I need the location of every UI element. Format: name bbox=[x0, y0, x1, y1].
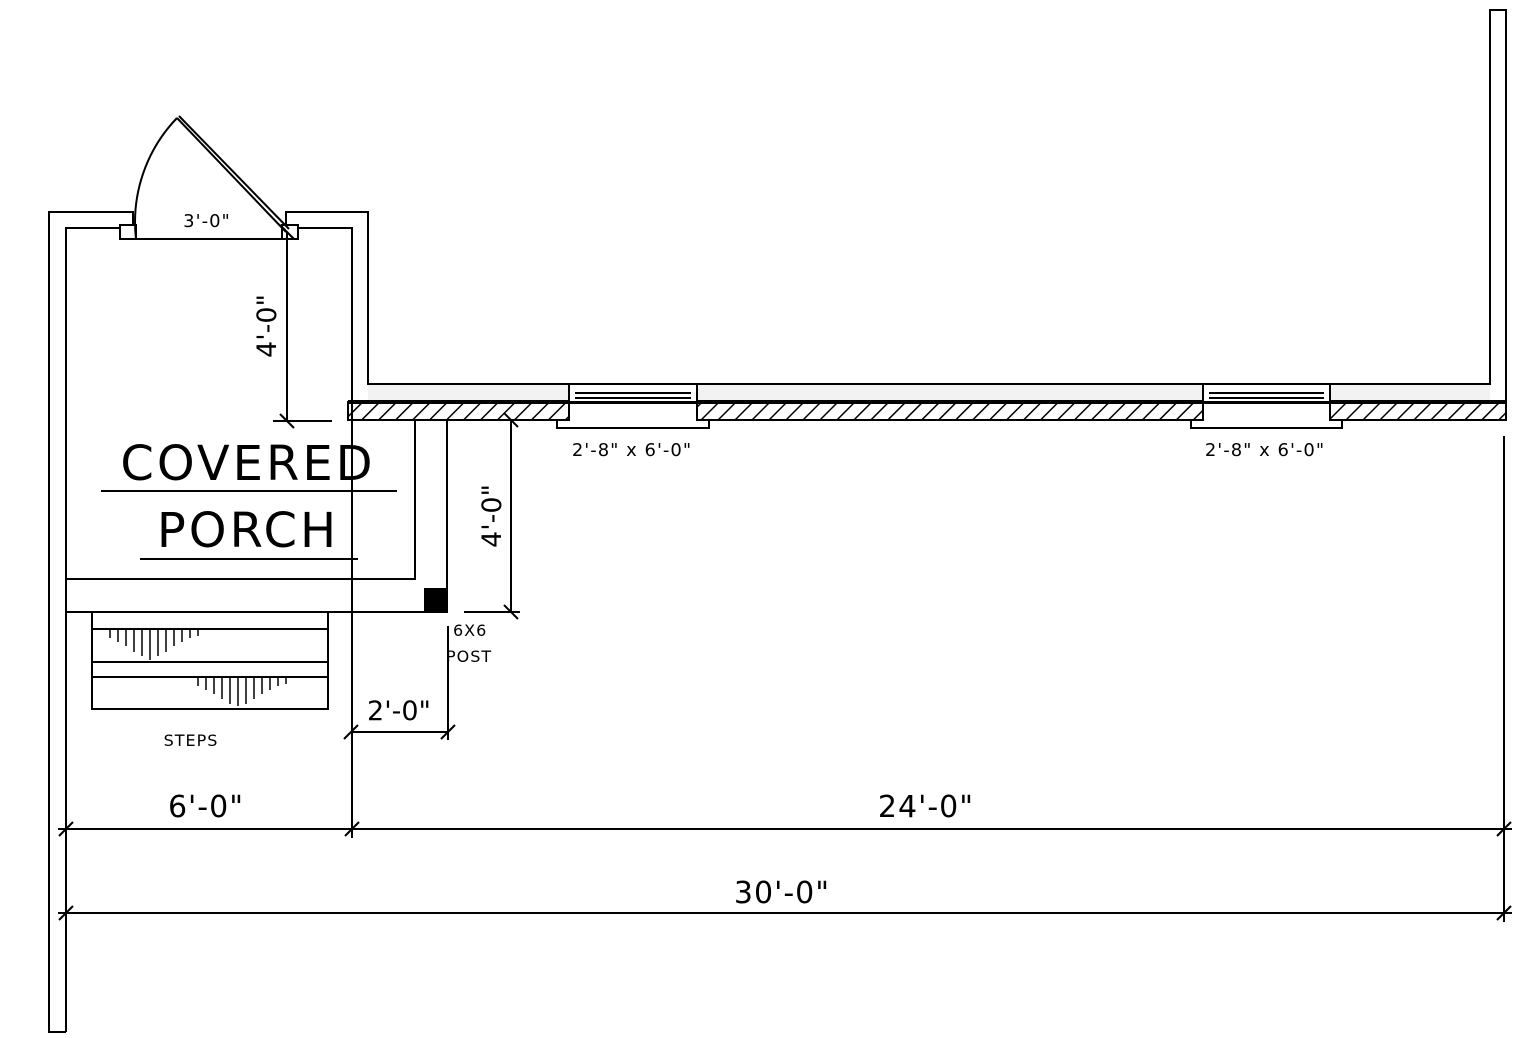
post-label-name: POST bbox=[446, 647, 492, 666]
door-leaf-1 bbox=[176, 117, 287, 233]
dim-porch-width-label: 6'-0" bbox=[168, 790, 244, 825]
wall-segment-1 bbox=[347, 401, 570, 421]
porch-depth-label: 4'-0" bbox=[252, 294, 283, 358]
window-left-label: 2'-8" x 6'-0" bbox=[572, 440, 692, 461]
step-arrow-upper bbox=[109, 630, 199, 660]
door-leaf-2 bbox=[178, 115, 290, 230]
window-left bbox=[556, 383, 710, 429]
steps-label: STEPS bbox=[164, 731, 219, 750]
dim-total-width-label: 30'-0" bbox=[734, 876, 830, 911]
porch-right-wall-inner bbox=[298, 227, 353, 400]
post-6x6 bbox=[424, 588, 447, 612]
porch-left-wall bbox=[48, 211, 134, 1033]
wall-segment-3 bbox=[1329, 401, 1507, 421]
steps bbox=[91, 612, 329, 710]
porch-left-wall-inner bbox=[65, 227, 120, 1032]
post-offset-label: 4'-0" bbox=[477, 484, 508, 548]
door-jamb-right bbox=[281, 224, 299, 240]
window-right-label: 2'-8" x 6'-0" bbox=[1205, 440, 1325, 461]
door-arc bbox=[134, 117, 178, 240]
post-spacing-label: 2'-0" bbox=[367, 696, 431, 727]
door-width-label: 3'-0" bbox=[183, 211, 231, 232]
room-label-covered: COVERED bbox=[120, 436, 375, 492]
room-label-porch: PORCH bbox=[157, 503, 339, 559]
door-jamb-left bbox=[119, 224, 137, 240]
window-right bbox=[1190, 383, 1343, 429]
dim-house-width-label: 24'-0" bbox=[878, 790, 974, 825]
wall-segment-2 bbox=[696, 401, 1204, 421]
hatched-wall bbox=[347, 400, 1507, 421]
post-label-size: 6X6 bbox=[453, 621, 487, 640]
step-arrow-lower bbox=[197, 678, 287, 706]
door-swing bbox=[134, 115, 290, 240]
porch-right-wall bbox=[285, 9, 1507, 420]
dimension-lines bbox=[58, 224, 1512, 922]
